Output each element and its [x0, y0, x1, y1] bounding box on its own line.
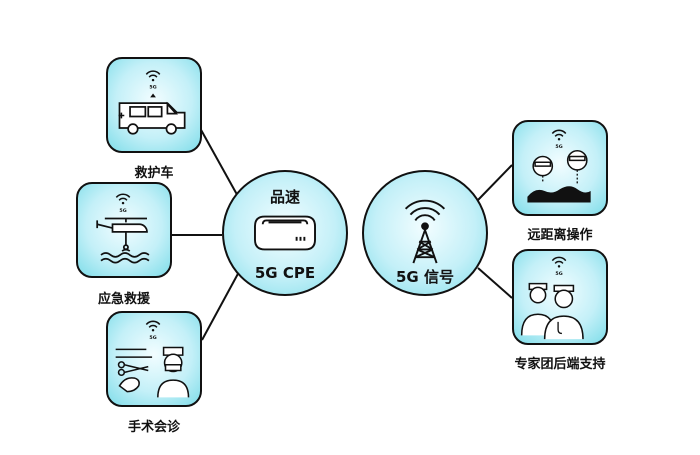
svg-text:5G: 5G [119, 208, 126, 214]
emergency-rescue-card: 5G [76, 182, 172, 278]
cpe-router-icon [254, 215, 316, 251]
remote-operation-card: 5G [512, 120, 608, 216]
expert-team-card: 5G [512, 249, 608, 345]
ambulance-icon: 5G [118, 70, 186, 135]
svg-text:5G: 5G [149, 85, 156, 91]
ambulance-label: 救护车 [134, 166, 174, 181]
remote-doctors-map-icon: 5G [527, 129, 591, 203]
ambulance-card: 5G [106, 57, 202, 153]
svg-text:5G: 5G [555, 271, 562, 277]
connector-surgery [201, 269, 241, 341]
helicopter-rescue-icon: 5G [96, 193, 150, 264]
cpe-hub-label: 5G CPE [254, 264, 316, 282]
connector-expert [477, 267, 513, 299]
cpe-hub-title: 品速 [269, 188, 300, 206]
connector-remote [477, 164, 513, 201]
surgery-consultation-label: 手术会诊 [127, 420, 180, 435]
signal-hub: 5G 信号 [362, 170, 488, 296]
expert-doctors-icon: 5G [520, 256, 584, 340]
signal-tower-icon [404, 199, 446, 264]
cpe-hub: 品速 5G CPE [222, 170, 348, 296]
emergency-rescue-label: 应急救援 [97, 292, 150, 307]
surgery-consultation-card: 5G [106, 311, 202, 407]
connector-ambulance [199, 127, 241, 201]
surgeon-tools-icon: 5G [115, 320, 190, 398]
signal-hub-label: 5G 信号 [396, 268, 454, 286]
svg-text:5G: 5G [555, 144, 562, 150]
remote-operation-label: 远距离操作 [527, 228, 593, 243]
expert-team-label: 专家团后端支持 [514, 357, 606, 372]
svg-text:5G: 5G [149, 335, 156, 341]
